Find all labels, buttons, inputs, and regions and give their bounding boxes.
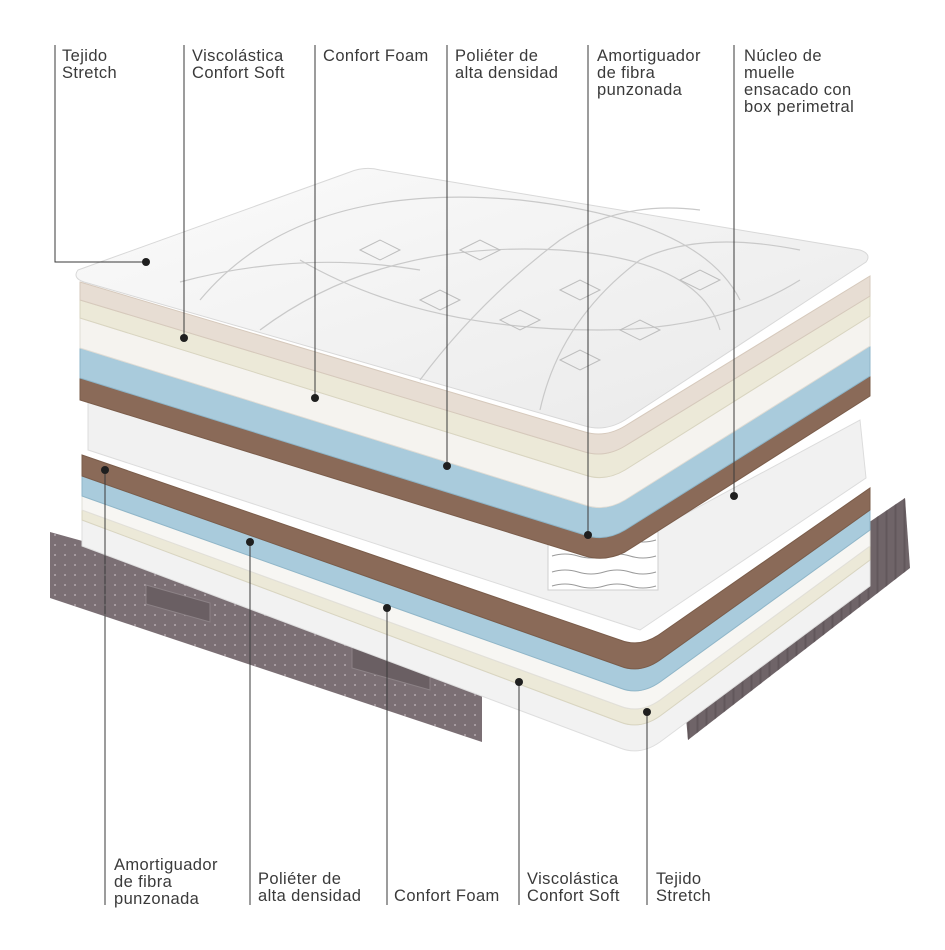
quilting-pattern (179, 196, 801, 411)
label-line: alta densidad (258, 887, 362, 905)
box-handle-left (145, 584, 211, 623)
dot-confort-bottom (383, 604, 391, 612)
label-confort-foam-bottom: Confort Foam (394, 888, 500, 905)
label-line: Viscolástica (527, 870, 619, 888)
label-viscoelastica-top: Viscolástica Confort Soft (192, 48, 285, 82)
dot-visco-bottom (515, 678, 523, 686)
dot-visco-top (180, 334, 188, 342)
leader-dots (101, 258, 738, 716)
layer-tejido-stretch-top (75, 167, 869, 429)
label-polieter-top: Poliéter de alta densidad (455, 48, 558, 82)
dot-amortiguador-top (584, 531, 592, 539)
label-line: alta densidad (455, 64, 559, 82)
label-confort-foam-top: Confort Foam (323, 48, 429, 65)
label-line: de fibra (597, 64, 656, 82)
dot-polieter-bottom (246, 538, 254, 546)
label-line: Tejido (62, 47, 108, 65)
label-line: Amortiguador (114, 856, 218, 874)
dot-tejido-bottom (643, 708, 651, 716)
dot-polieter-top (443, 462, 451, 470)
dot-amortiguador-bottom (101, 466, 109, 474)
leader-tejido-top (54, 45, 146, 263)
label-line: Confort Soft (192, 64, 285, 82)
label-tejido-stretch-bottom: Tejido Stretch (656, 871, 711, 905)
label-line: Núcleo de (744, 47, 822, 65)
label-line: ensacado con (744, 81, 852, 99)
label-polieter-bottom: Poliéter de alta densidad (258, 871, 361, 905)
label-line: Tejido (656, 870, 702, 888)
quilting-diamonds (358, 239, 722, 371)
dot-nucleo-top (730, 492, 738, 500)
label-line: punzonada (597, 81, 683, 99)
dot-confort-top (311, 394, 319, 402)
label-nucleo-top: Núcleo de muelle ensacado con box perime… (744, 48, 854, 116)
leader-lines (54, 45, 735, 905)
dot-tejido-top (142, 258, 150, 266)
label-viscoelastica-bottom: Viscolástica Confort Soft (527, 871, 620, 905)
label-line: Poliéter de (455, 47, 539, 65)
label-line: Stretch (62, 64, 118, 82)
label-tejido-stretch-top: Tejido Stretch (62, 48, 117, 82)
label-line: Stretch (656, 887, 712, 905)
label-amortiguador-bottom: Amortiguador de fibra punzonada (114, 857, 218, 908)
label-line: Confort Foam (394, 887, 500, 905)
label-line: box perimetral (744, 98, 855, 116)
layer-viscoelastica-top (79, 275, 871, 479)
label-line: Confort Soft (527, 887, 620, 905)
label-line: punzonada (114, 890, 200, 908)
layer-amortiguador-bottom (81, 454, 871, 670)
label-line: Confort Foam (323, 47, 429, 65)
label-line: de fibra (114, 873, 173, 891)
label-line: Viscolástica (192, 47, 284, 65)
label-line: Poliéter de (258, 870, 342, 888)
label-line: muelle (744, 64, 796, 82)
label-amortiguador-top: Amortiguador de fibra punzonada (597, 48, 701, 99)
label-line: Amortiguador (597, 47, 701, 65)
